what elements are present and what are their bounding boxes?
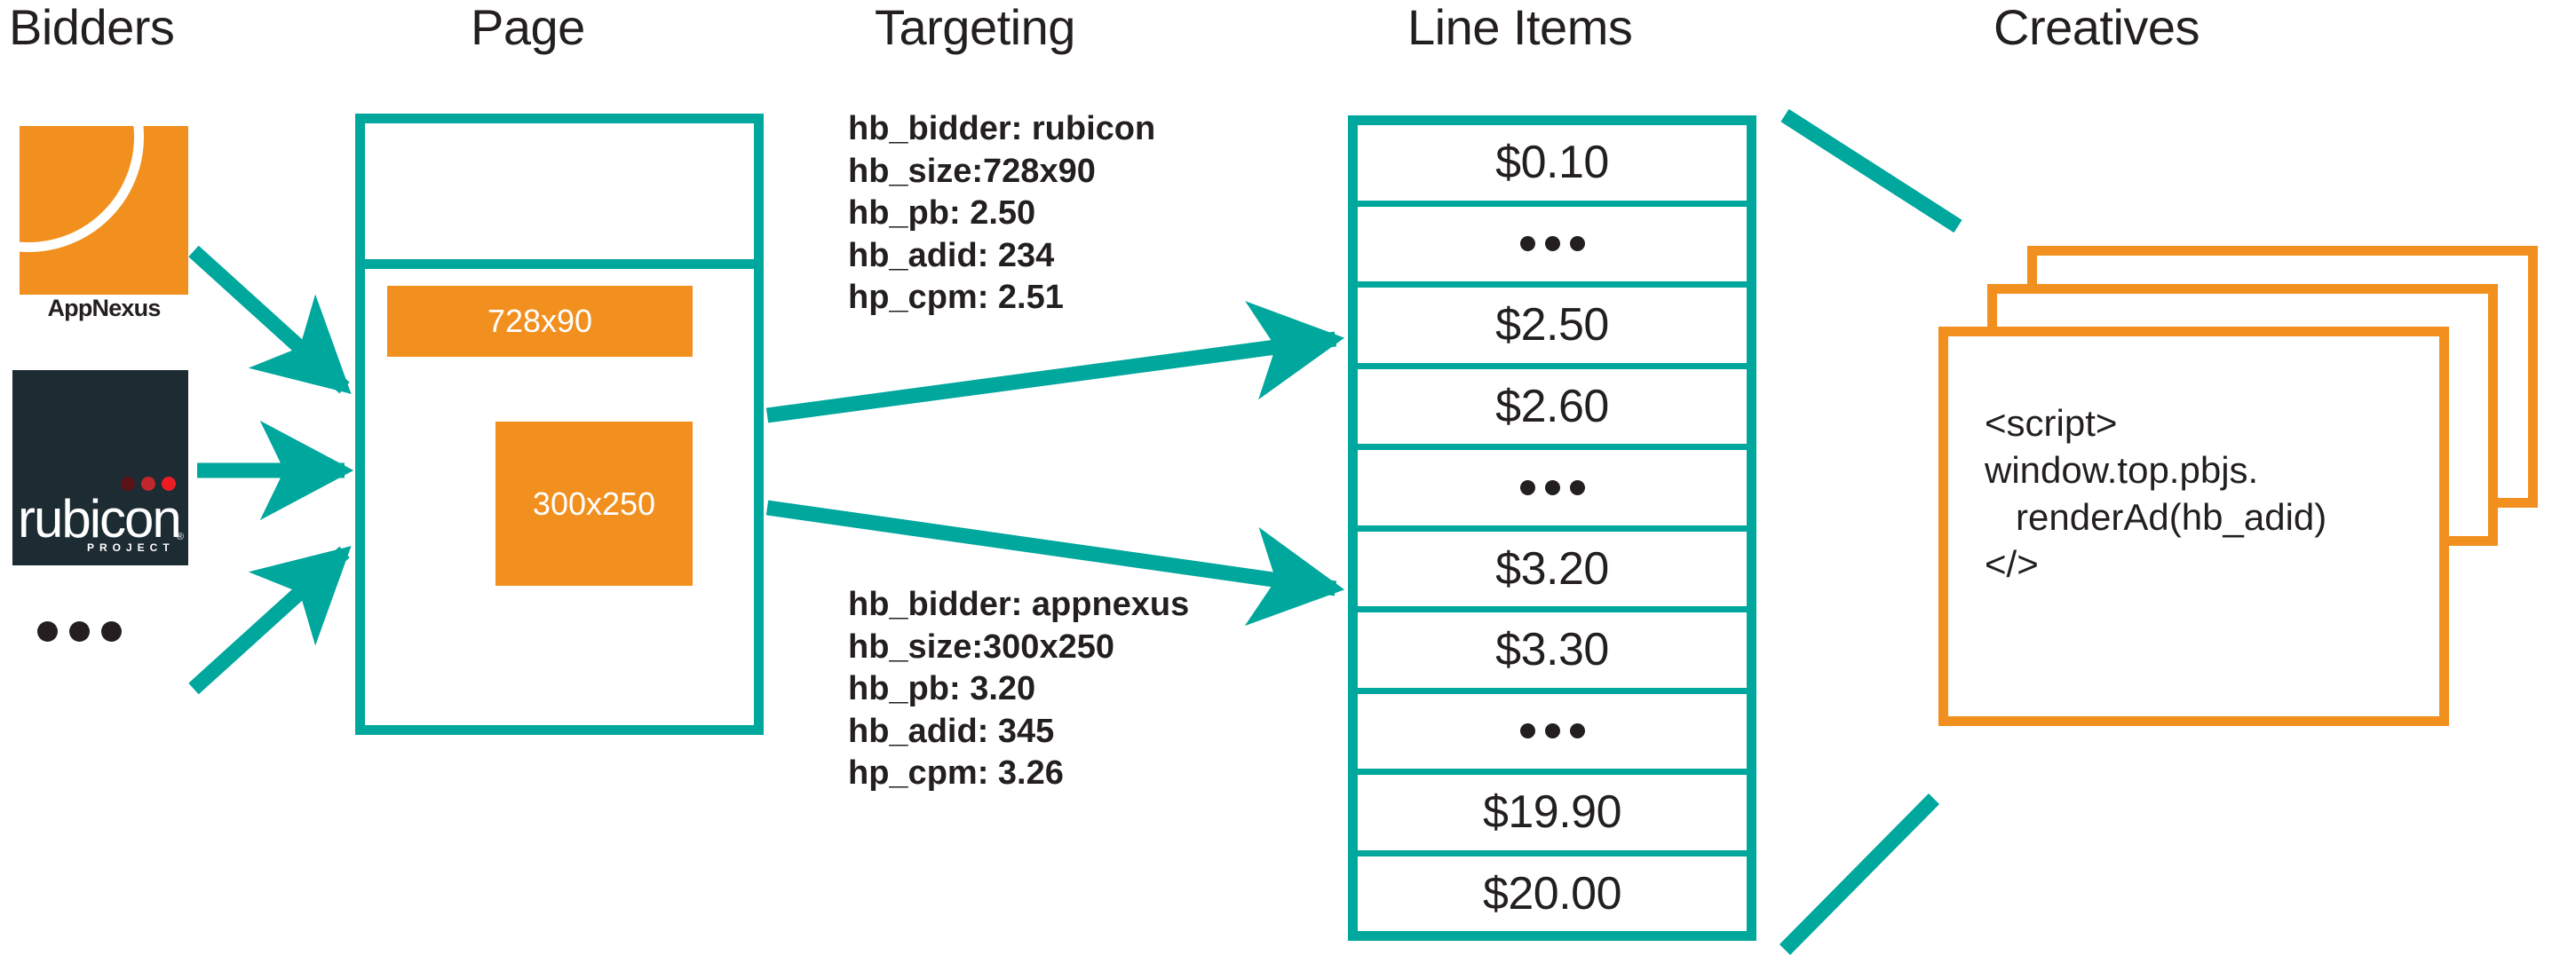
arrow-appnexus-to-page <box>188 245 352 394</box>
ad-slot-300x250: 300x250 <box>495 422 693 586</box>
column-title-targeting: Targeting <box>875 0 1075 55</box>
rubicon-dots-icon <box>121 477 176 491</box>
connector-line-items-to-creatives-top <box>1780 108 1962 233</box>
line-item-row-ellipsis <box>1358 450 1747 525</box>
targeting-keyvalues-appnexus: hb_bidder: appnexus hb_size:300x250 hb_p… <box>848 586 1190 792</box>
column-title-creatives: Creatives <box>1993 0 2200 55</box>
rubicon-registered-mark: ® <box>176 532 184 542</box>
column-title-page: Page <box>471 0 585 55</box>
bidders-more-ellipsis <box>37 621 122 642</box>
rubicon-project-logo: rubicon ® PROJECT <box>12 370 188 565</box>
line-item-row[interactable]: $20.00 <box>1358 856 1747 931</box>
line-items-table: $0.10 $2.50 $2.60 $3.20 $3.30 $19.90 $20… <box>1348 115 1756 941</box>
appnexus-arc-3 <box>20 126 188 295</box>
appnexus-wordmark: AppNexus <box>47 295 161 321</box>
ad-slot-728x90: 728x90 <box>387 286 693 357</box>
rubicon-sub-wordmark: PROJECT <box>87 541 175 554</box>
connector-line-items-to-creatives-bottom <box>1779 793 1940 955</box>
arrow-page-to-line-item-320 <box>765 500 1345 627</box>
creative-card-front <box>1938 327 2449 726</box>
arrow-page-to-line-item-250 <box>765 301 1345 423</box>
line-item-row[interactable]: $0.10 <box>1358 125 1747 201</box>
column-title-line-items: Line Items <box>1407 0 1633 55</box>
column-title-bidders: Bidders <box>9 0 175 55</box>
arrow-other-bidder-to-page <box>188 546 352 695</box>
line-item-row-ellipsis <box>1358 206 1747 281</box>
targeting-keyvalues-rubicon: hb_bidder: rubicon hb_size:728x90 hb_pb:… <box>848 110 1156 316</box>
line-item-row[interactable]: $2.60 <box>1358 368 1747 444</box>
line-item-row[interactable]: $3.30 <box>1358 612 1747 688</box>
creative-code-snippet: <script> window.top.pbjs. renderAd(hb_ad… <box>1985 402 2327 585</box>
line-item-row[interactable]: $2.50 <box>1358 288 1747 363</box>
rubicon-wordmark: rubicon <box>18 489 182 549</box>
line-item-row-ellipsis <box>1358 693 1747 769</box>
appnexus-logo <box>20 126 188 295</box>
line-item-row[interactable]: $3.20 <box>1358 531 1747 606</box>
line-item-row[interactable]: $19.90 <box>1358 775 1747 850</box>
page-header-divider <box>355 259 764 269</box>
